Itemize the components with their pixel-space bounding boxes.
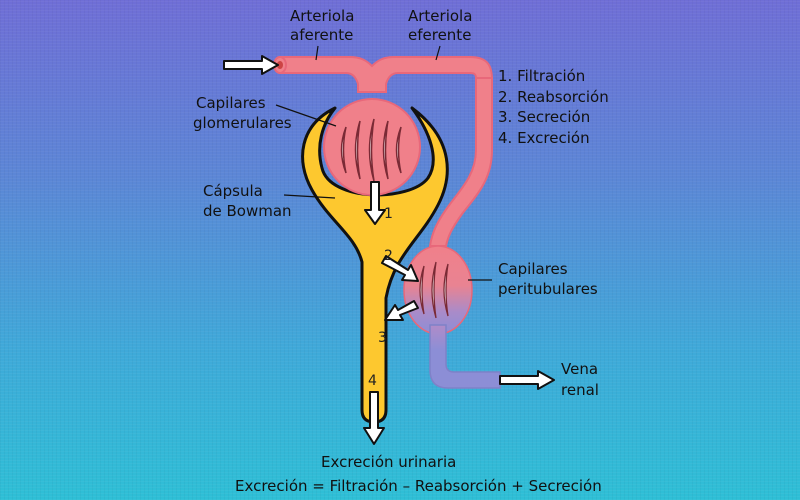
inflow-arrow (223, 55, 279, 75)
marker-4: 4 (368, 373, 377, 389)
leader-lines (275, 45, 492, 281)
arrows (223, 55, 555, 445)
label-vein-1: Vena (561, 360, 598, 378)
peritubular-capillaries (403, 245, 473, 335)
label-efferent-2: eferente (408, 26, 471, 44)
step-3: 3. Secreción (498, 108, 590, 126)
reabsorption-arrow (381, 255, 419, 282)
step-2: 2. Reabsorción (498, 88, 609, 106)
vein-outflow-arrow (499, 370, 555, 390)
glomerular-loops (340, 118, 402, 182)
marker-3: 3 (378, 330, 387, 346)
peritubular-loops (419, 261, 449, 319)
renal-vein (429, 324, 501, 389)
efferent-arteriole (428, 77, 493, 247)
label-bowman-2: de Bowman (203, 202, 292, 220)
label-vein-2: renal (561, 381, 599, 399)
label-peritubular-2: peritubulares (498, 280, 598, 298)
filtration-arrow (364, 181, 386, 225)
label-efferent-1: Arteriola (408, 7, 472, 25)
marker-2: 2 (384, 248, 393, 264)
label-glomerular-2: glomerulares (193, 114, 292, 132)
label-peritubular-1: Capilares (498, 260, 568, 278)
step-4: 4. Excreción (498, 129, 590, 147)
marker-1: 1 (384, 206, 393, 222)
label-glomerular-1: Capilares (196, 94, 266, 112)
afferent-arteriole (279, 56, 494, 93)
equation: Excreción = Filtración – Reabsorción + S… (235, 477, 602, 495)
afferent-lumen (277, 61, 283, 69)
step-1: 1. Filtración (498, 67, 585, 85)
label-urinary-excretion: Excreción urinaria (321, 453, 456, 471)
label-afferent-2: aferente (290, 26, 353, 44)
excretion-arrow (363, 391, 385, 445)
label-afferent-1: Arteriola (290, 7, 354, 25)
secretion-arrow (384, 300, 419, 321)
label-bowman-1: Cápsula (203, 182, 263, 200)
